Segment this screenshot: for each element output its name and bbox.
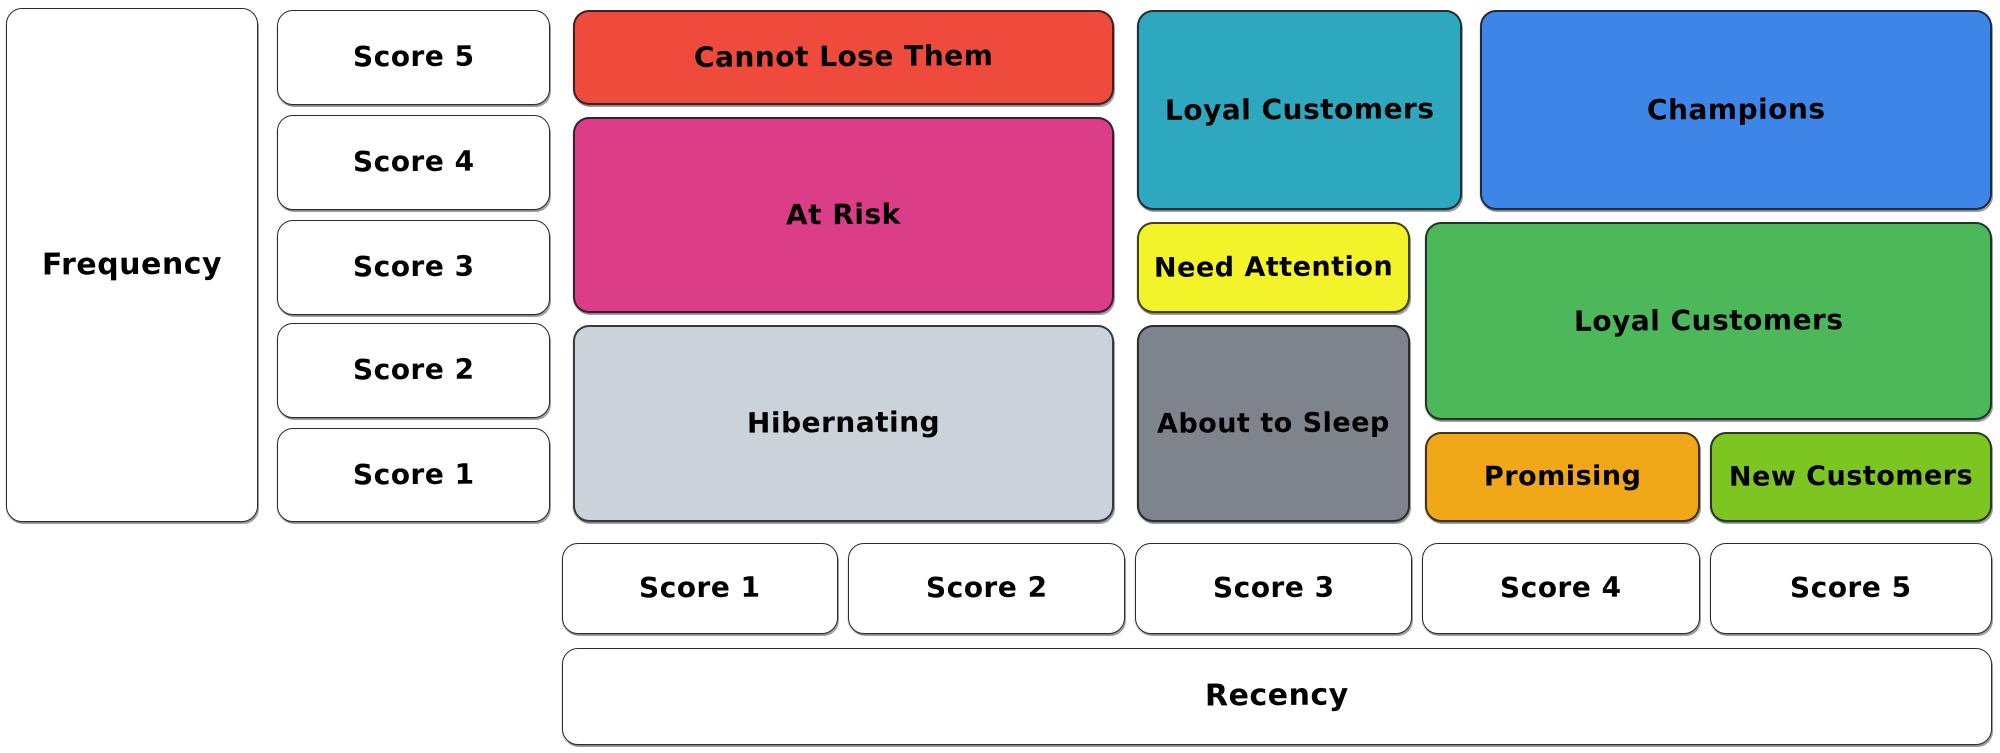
segment-champions[interactable]: Champions	[1480, 10, 1992, 210]
recency-score-4: Score 4	[1422, 543, 1700, 634]
frequency-axis-label: Frequency	[6, 8, 258, 522]
frequency-score-4: Score 4	[277, 115, 550, 210]
recency-score-5: Score 5	[1710, 543, 1992, 634]
segment-about-to-sleep[interactable]: About to Sleep	[1137, 325, 1410, 522]
frequency-score-5: Score 5	[277, 10, 550, 105]
recency-score-1: Score 1	[562, 543, 838, 634]
recency-score-2: Score 2	[848, 543, 1125, 634]
recency-score-3: Score 3	[1135, 543, 1412, 634]
segment-promising[interactable]: Promising	[1425, 432, 1700, 522]
segment-at-risk[interactable]: At Risk	[573, 117, 1114, 313]
segment-loyal-customers-green[interactable]: Loyal Customers	[1425, 222, 1992, 420]
segment-hibernating[interactable]: Hibernating	[573, 325, 1114, 522]
segment-cannot-lose-them[interactable]: Cannot Lose Them	[573, 10, 1114, 105]
segment-loyal-customers-teal[interactable]: Loyal Customers	[1137, 10, 1462, 210]
segment-need-attention[interactable]: Need Attention	[1137, 222, 1410, 313]
recency-axis-label: Recency	[562, 648, 1992, 745]
frequency-score-3: Score 3	[277, 220, 550, 315]
frequency-score-1: Score 1	[277, 428, 550, 522]
segment-new-customers[interactable]: New Customers	[1710, 432, 1992, 522]
frequency-score-2: Score 2	[277, 323, 550, 418]
